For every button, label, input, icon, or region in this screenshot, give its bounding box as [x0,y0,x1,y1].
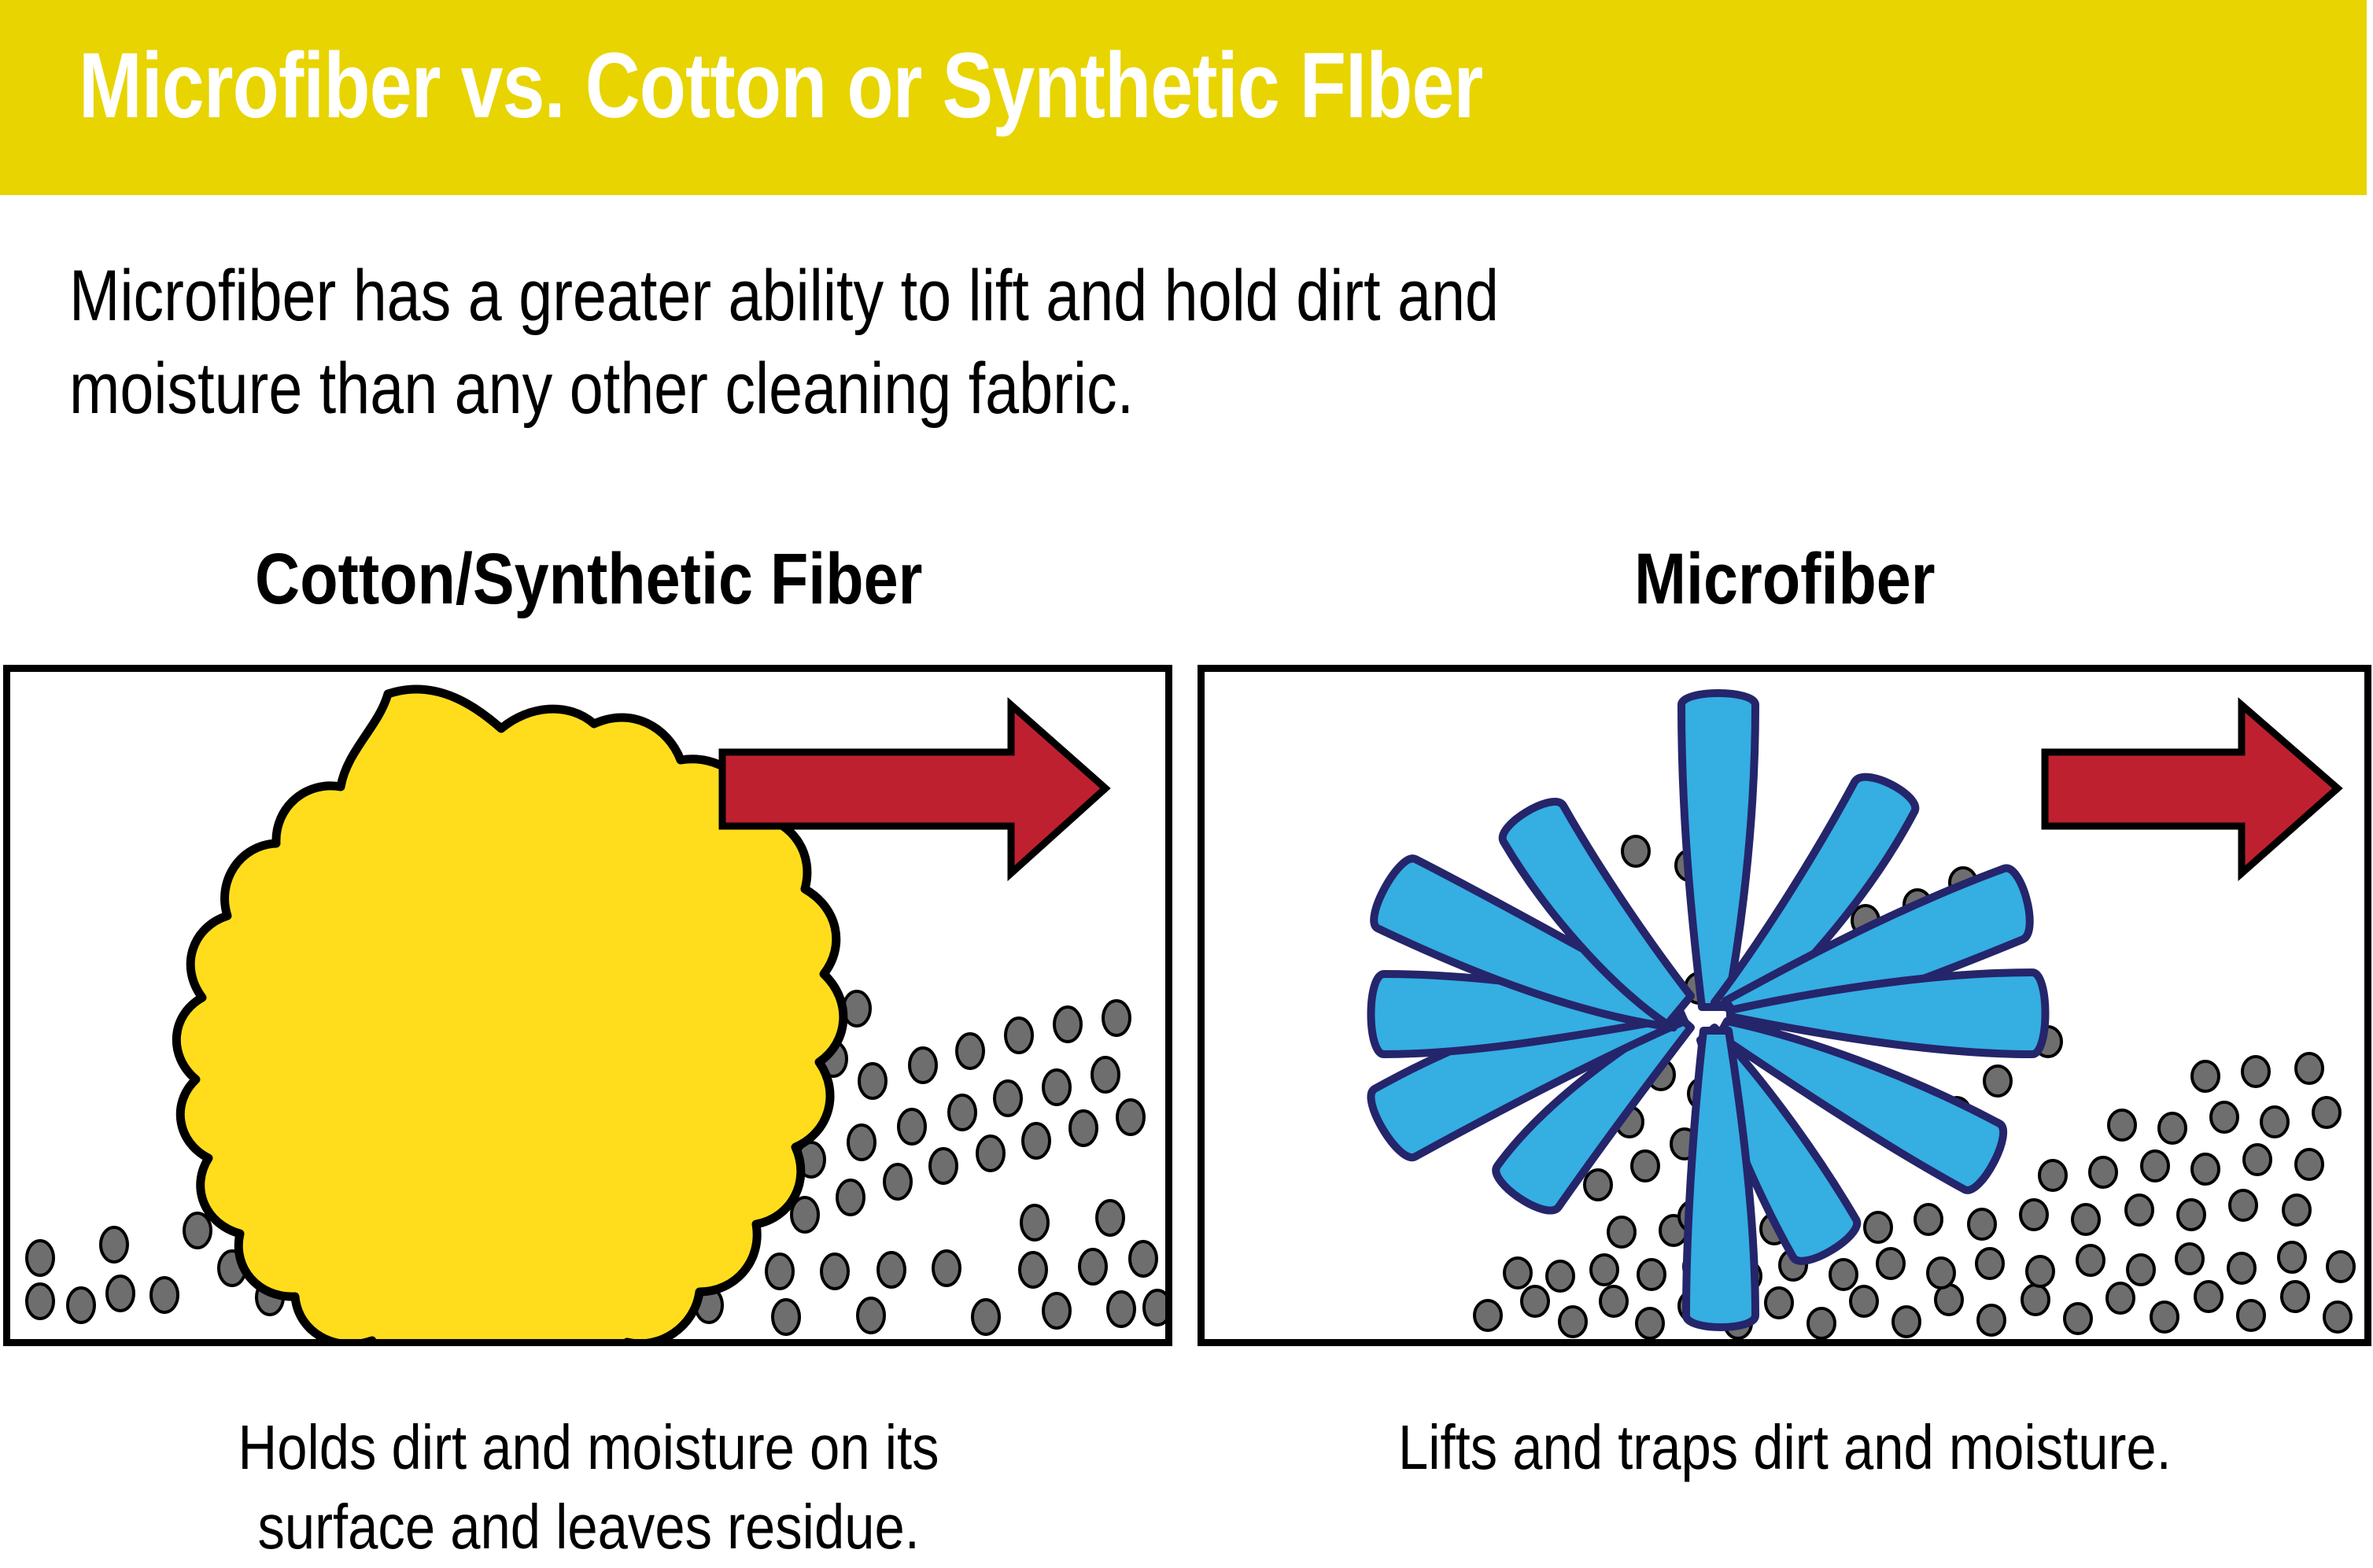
motion-arrow-icon [718,697,1111,882]
microfiber-star [1367,689,2050,1331]
intro-line-1: Microfiber has a greater ability to lift… [69,256,1500,336]
panel-heading-cotton-label: Cotton/Synthetic Fiber [254,539,923,619]
panel-heading-microfiber-label: Microfiber [1633,539,1936,619]
caption-microfiber: Lifts and traps dirt and moisture. [1198,1408,2371,1488]
panel-heading-cotton: Cotton/Synthetic Fiber [0,543,1177,615]
panel-heading-microfiber: Microfiber [1198,543,2371,615]
caption-microfiber-line-1: Lifts and traps dirt and moisture. [1397,1412,2172,1482]
microfiber-illustration [1367,689,2356,1339]
diagram-cotton-synthetic [3,665,1172,1346]
fiber-petal [1492,1011,1695,1215]
cotton-fiber-illustration [25,684,1165,1339]
diagram-microfiber [1198,665,2371,1346]
fiber-petal [1370,854,1685,1031]
intro-line-2: moisture than any other cleaning fabric. [69,348,1135,429]
intro-paragraph: Microfiber has a greater ability to lift… [69,250,1854,436]
fiber-petal [1715,1017,2008,1194]
caption-cotton-line-1: Holds dirt and moisture on its [238,1412,939,1482]
fiber-petal [1677,689,1759,1011]
fiber-petal [1726,968,2050,1058]
title-banner: Microfiber vs. Cotton or Synthetic FIber [0,0,2367,195]
page-title: Microfiber vs. Cotton or Synthetic FIber [79,34,1483,138]
caption-cotton-synthetic: Holds dirt and moisture on its surface a… [0,1408,1177,1567]
fiber-petal [1682,1027,1759,1331]
caption-cotton-line-2: surface and leaves residue. [257,1491,920,1562]
motion-arrow-icon [2041,697,2343,881]
fiber-petal [1498,798,1695,1028]
